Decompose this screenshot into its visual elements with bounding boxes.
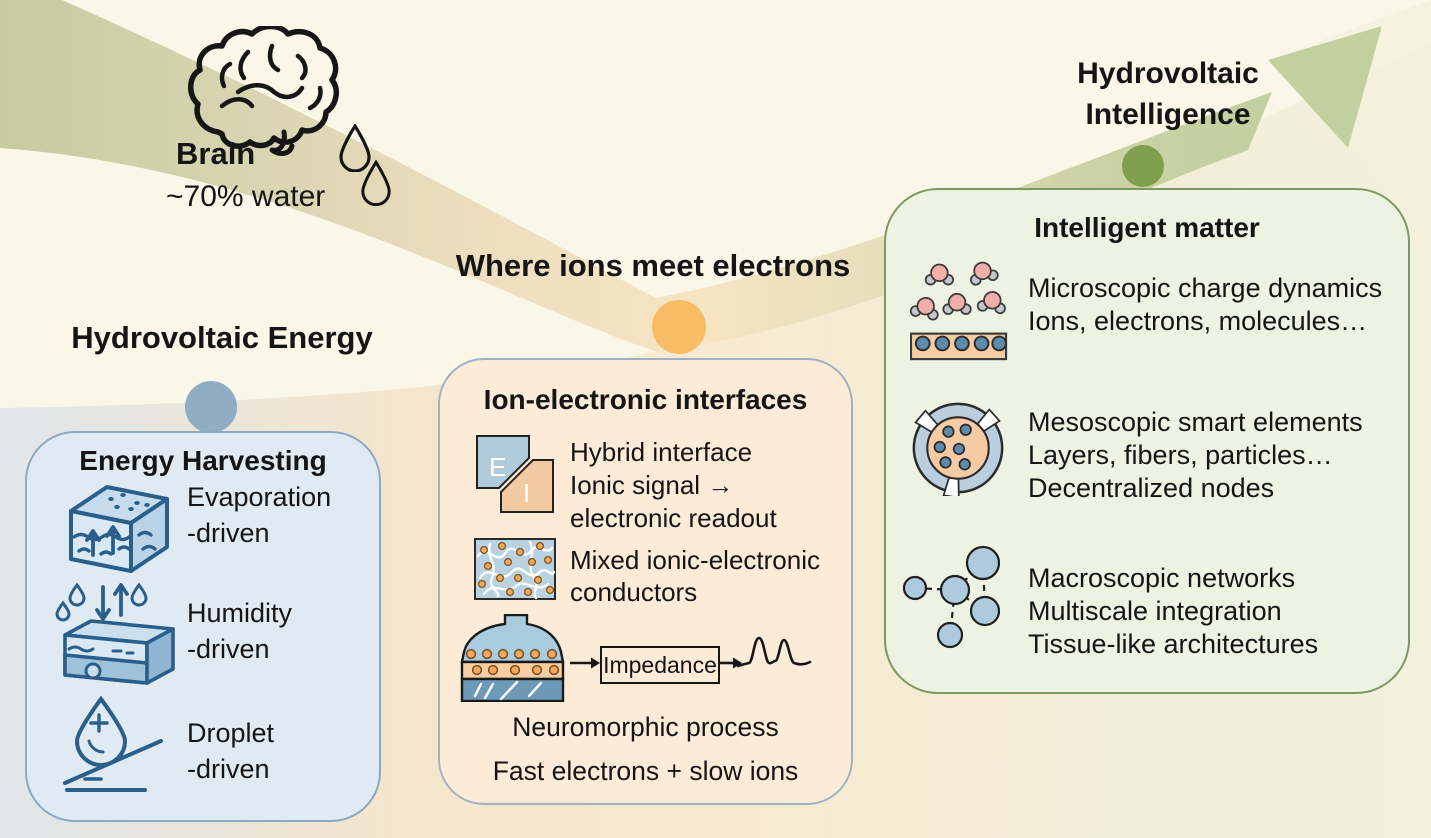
interface-stage-dot xyxy=(652,300,706,354)
impedance-box: Impedance xyxy=(600,646,720,684)
energy-card-title: Energy Harvesting xyxy=(79,445,327,476)
interfaces-footer-fast-slow: Fast electrons + slow ions xyxy=(492,756,799,786)
brain-icon xyxy=(188,26,339,156)
intelligent-item-macroscopic: Macroscopic networks Multiscale integrat… xyxy=(1028,562,1318,661)
intelligent-card-title: Intelligent matter xyxy=(1034,212,1260,243)
water-molecules-icon xyxy=(910,261,1008,361)
interfaces-footer-neuromorphic: Neuromorphic process xyxy=(512,712,779,742)
intelligence-stage-dot xyxy=(1122,145,1164,187)
hybrid-line2: Ionic signal → xyxy=(570,470,734,500)
macroscopic-line2: Multiscale integration xyxy=(1028,596,1282,626)
brain-water-content: ~70% water xyxy=(166,180,326,213)
energy-item-humidity: Humidity -driven xyxy=(187,595,292,667)
interfaces-item-mixed: Mixed ionic-electronic conductors xyxy=(570,544,820,608)
i-square-label: I xyxy=(523,478,530,508)
brain-label: Brain xyxy=(176,136,256,171)
e-square-label: E xyxy=(489,452,506,482)
heading-intelligence-line2: Intelligence xyxy=(1085,98,1251,131)
water-droplet-icon xyxy=(339,124,371,172)
macroscopic-line3: Tissue-like architectures xyxy=(1028,629,1319,659)
microscopic-line1: Microscopic charge dynamics xyxy=(1028,273,1383,303)
mesoscopic-cell-icon xyxy=(912,402,1004,496)
hybrid-line3: electronic readout xyxy=(570,503,777,533)
evaporation-cube-icon xyxy=(69,485,169,573)
heading-where-ions-meet-electrons: Where ions meet electrons xyxy=(455,248,851,283)
microscopic-line2: Ions, electrons, molecules… xyxy=(1028,305,1368,336)
mesoscopic-line1: Mesoscopic smart elements xyxy=(1028,407,1363,437)
mixed-line2: conductors xyxy=(570,577,698,607)
ion-electronic-interfaces-card: Ion-electronic interfaces E I Hybrid int… xyxy=(438,358,853,805)
heading-intelligence-line1: Hydrovoltaic xyxy=(1077,57,1259,90)
charged-droplet-icon xyxy=(63,695,163,792)
water-droplet-icon xyxy=(361,159,391,207)
interfaces-card-title: Ion-electronic interfaces xyxy=(483,384,808,415)
hybrid-line1: Hybrid interface xyxy=(570,437,753,467)
droplet-line1: Droplet xyxy=(187,718,275,748)
spike-waveform-icon xyxy=(736,636,812,668)
intelligent-item-microscopic: Microscopic charge dynamics Ions, electr… xyxy=(1028,272,1382,337)
mixed-conductor-icon xyxy=(474,538,556,600)
arrowhead-icon xyxy=(1268,26,1382,148)
droplet-line2: -driven xyxy=(187,754,270,784)
heading-hydrovoltaic-energy: Hydrovoltaic Energy xyxy=(71,320,373,355)
impedance-label: Impedance xyxy=(603,651,717,678)
humidity-line2: -driven xyxy=(187,634,270,664)
arrow-right-icon xyxy=(718,657,742,669)
intelligent-matter-card: Intelligent matter xyxy=(884,188,1410,694)
intelligent-item-mesoscopic: Mesoscopic smart elements Layers, fibers… xyxy=(1028,406,1363,505)
evaporation-line1: Evaporation xyxy=(187,482,332,512)
heading-hydrovoltaic-intelligence: Hydrovoltaic Intelligence xyxy=(1056,53,1280,135)
network-nodes-icon xyxy=(902,545,1001,649)
energy-stage-dot xyxy=(185,381,237,433)
macroscopic-line1: Macroscopic networks xyxy=(1028,563,1296,593)
evaporation-line2: -driven xyxy=(187,518,270,548)
interfaces-item-hybrid: Hybrid interface Ionic signal → electron… xyxy=(570,436,777,535)
electronic-ionic-squares-icon: E I xyxy=(476,435,554,513)
mesoscopic-line2: Layers, fibers, particles… xyxy=(1028,440,1333,470)
layered-device-icon xyxy=(460,614,565,702)
mesoscopic-line3: Decentralized nodes xyxy=(1028,473,1275,503)
energy-harvesting-card: Energy Harvesting Evapo xyxy=(25,431,381,822)
energy-item-droplet: Droplet -driven xyxy=(187,715,274,787)
humidity-slab-icon xyxy=(55,582,175,685)
mixed-line1: Mixed ionic-electronic xyxy=(570,545,820,575)
energy-item-evaporation: Evaporation -driven xyxy=(187,479,331,551)
arrow-right-icon xyxy=(570,657,600,669)
humidity-line1: Humidity xyxy=(187,598,293,628)
